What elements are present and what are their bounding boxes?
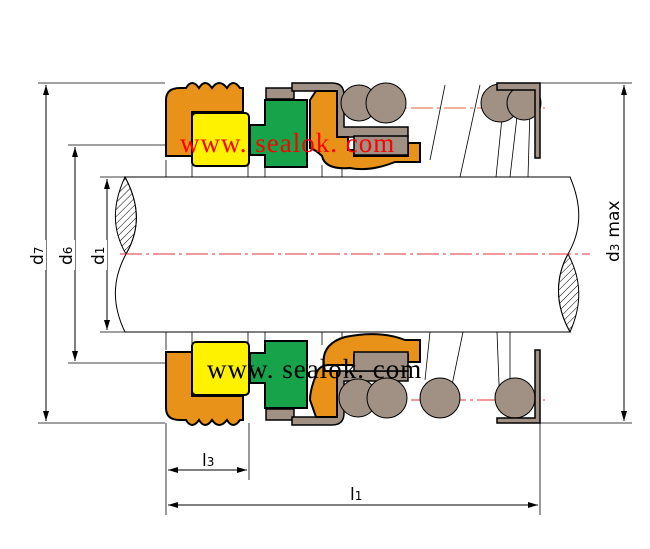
bellows-bottom bbox=[165, 351, 244, 426]
watermark-top: www. sealok. com bbox=[180, 128, 395, 158]
d6-label: d6 bbox=[57, 247, 77, 265]
l3-label: l3 bbox=[202, 451, 214, 471]
seat-top bbox=[249, 99, 308, 168]
l1-label: l1 bbox=[350, 485, 362, 505]
d3-max-label: d3max bbox=[604, 201, 624, 262]
extension-lines bbox=[38, 82, 632, 515]
bellows-top bbox=[165, 82, 244, 157]
seal-bottom-half bbox=[165, 331, 541, 426]
spring-coils-bottom bbox=[338, 377, 536, 419]
seat-shim-bottom bbox=[265, 408, 295, 421]
seat-bottom bbox=[249, 340, 308, 409]
shaft bbox=[114, 175, 580, 334]
d7-label: d7 bbox=[28, 247, 48, 265]
d1-label: d1 bbox=[89, 247, 109, 265]
spring-coils-top bbox=[340, 82, 542, 124]
drive-plate-top bbox=[353, 135, 409, 156]
seat-shim-top bbox=[265, 87, 295, 100]
shaft-section-hatch-right bbox=[558, 252, 580, 334]
watermark-bottom: www. sealok. com bbox=[207, 354, 422, 384]
drive-plate-bottom bbox=[353, 351, 409, 372]
seal-top-half bbox=[165, 82, 542, 178]
